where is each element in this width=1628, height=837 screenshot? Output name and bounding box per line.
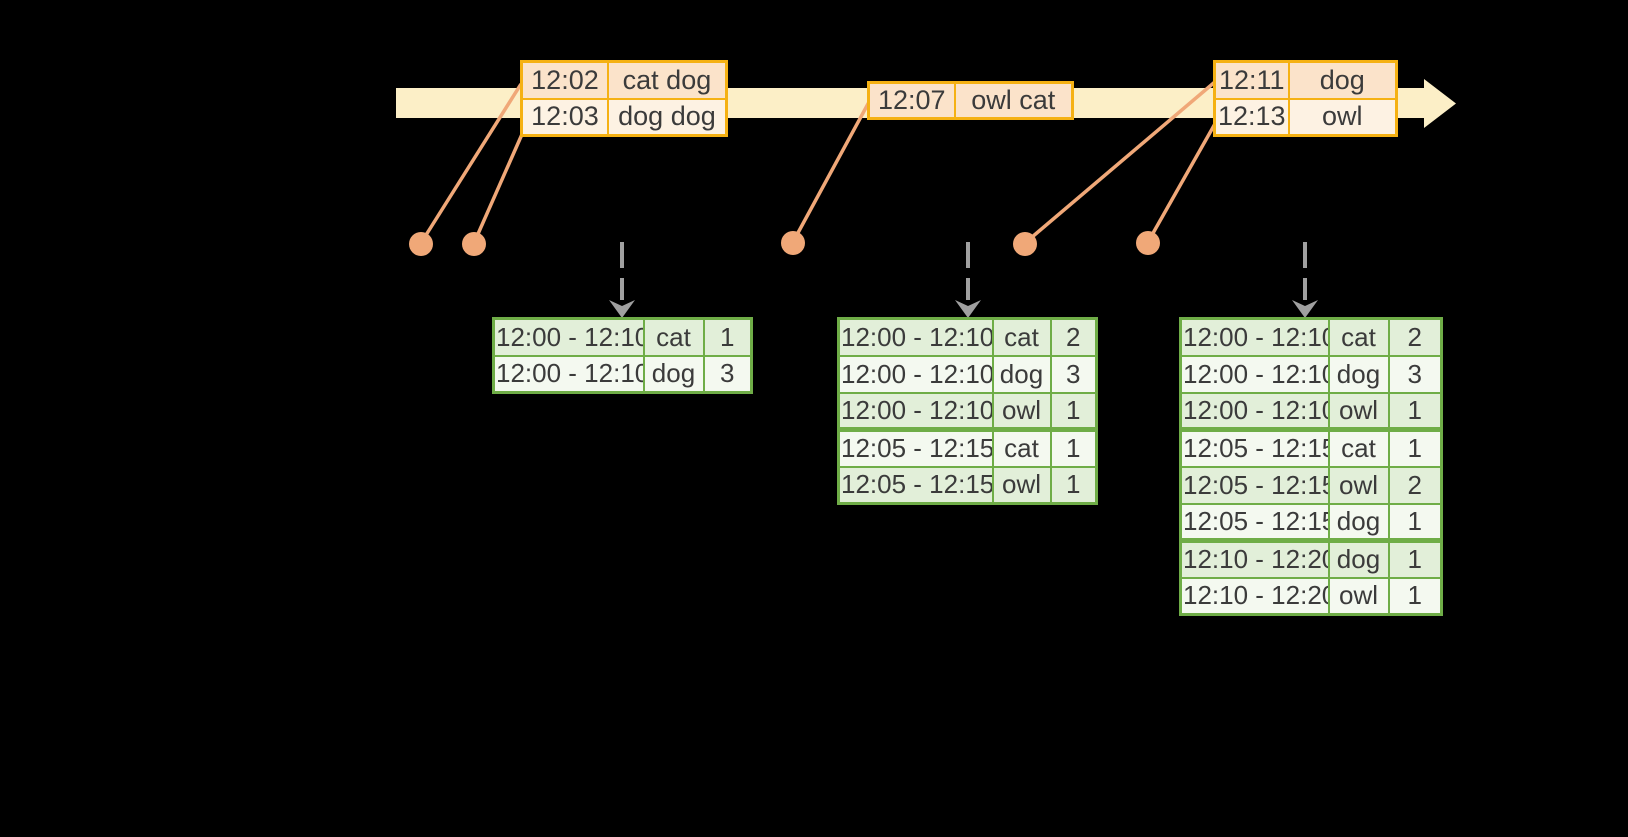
trigger-arrowhead-icon [609,300,635,318]
word-cell: dog [991,354,1052,394]
word-cell: cat [642,317,705,357]
word-cell: dog [1327,538,1390,579]
trigger-arrow [609,242,635,318]
count-cell: 3 [1387,354,1443,394]
event-words-cell: owl cat [953,81,1074,120]
event-time-cell: 12:13 [1213,97,1290,137]
event-time-cell: 12:03 [520,97,609,137]
event-time-cell: 12:11 [1213,60,1290,100]
word-cell: owl [1327,391,1390,431]
count-cell: 1 [1387,538,1443,579]
count-cell: 1 [1049,465,1098,505]
window-cell: 12:00 - 12:10 [837,354,994,394]
count-cell: 1 [702,317,753,357]
event-connector-line [472,131,525,244]
count-cell: 1 [1387,502,1443,542]
event-dot [1013,232,1037,256]
window-cell: 12:00 - 12:10 [837,391,994,431]
trigger-arrow [955,242,981,318]
window-cell: 12:00 - 12:10 [837,317,994,357]
count-cell: 1 [1049,427,1098,468]
count-cell: 1 [1387,427,1443,468]
window-cell: 12:10 - 12:20 [1179,538,1330,579]
window-cell: 12:00 - 12:10 [1179,354,1330,394]
trigger-arrowhead-icon [1292,300,1318,318]
trigger-arrow [1292,242,1318,318]
window-cell: 12:05 - 12:15 [837,427,994,468]
event-dot [781,231,805,255]
window-cell: 12:05 - 12:15 [837,465,994,505]
event-connector-line [419,83,523,244]
window-cell: 12:00 - 12:10 [1179,391,1330,431]
window-cell: 12:00 - 12:10 [492,354,645,394]
count-cell: 3 [1049,354,1098,394]
event-words-cell: owl [1287,97,1398,137]
event-connector-line [1023,79,1218,245]
count-cell: 3 [702,354,753,394]
count-cell: 2 [1387,317,1443,357]
word-cell: owl [1327,576,1390,616]
window-cell: 12:05 - 12:15 [1179,502,1330,542]
window-cell: 12:05 - 12:15 [1179,427,1330,468]
trigger-arrowhead-icon [955,300,981,318]
count-cell: 1 [1387,391,1443,431]
event-connector-line [791,101,871,243]
word-cell: dog [1327,502,1390,542]
word-cell: cat [991,317,1052,357]
event-dot [1136,231,1160,255]
count-cell: 2 [1049,317,1098,357]
word-cell: dog [1327,354,1390,394]
word-cell: owl [991,391,1052,431]
word-cell: cat [1327,317,1390,357]
word-cell: owl [991,465,1052,505]
count-cell: 1 [1387,576,1443,616]
window-cell: 12:00 - 12:10 [1179,317,1330,357]
word-cell: dog [642,354,705,394]
word-cell: cat [991,427,1052,468]
event-dot [409,232,433,256]
event-words-cell: dog dog [606,97,728,137]
window-cell: 12:10 - 12:20 [1179,576,1330,616]
event-words-cell: cat dog [606,60,728,100]
event-time-cell: 12:07 [867,81,956,120]
count-cell: 1 [1049,391,1098,431]
event-dot [462,232,486,256]
window-cell: 12:00 - 12:10 [492,317,645,357]
count-cell: 2 [1387,465,1443,505]
event-time-cell: 12:02 [520,60,609,100]
window-cell: 12:05 - 12:15 [1179,465,1330,505]
word-cell: cat [1327,427,1390,468]
event-words-cell: dog [1287,60,1398,100]
word-cell: owl [1327,465,1390,505]
event-connector-line [1146,121,1218,243]
